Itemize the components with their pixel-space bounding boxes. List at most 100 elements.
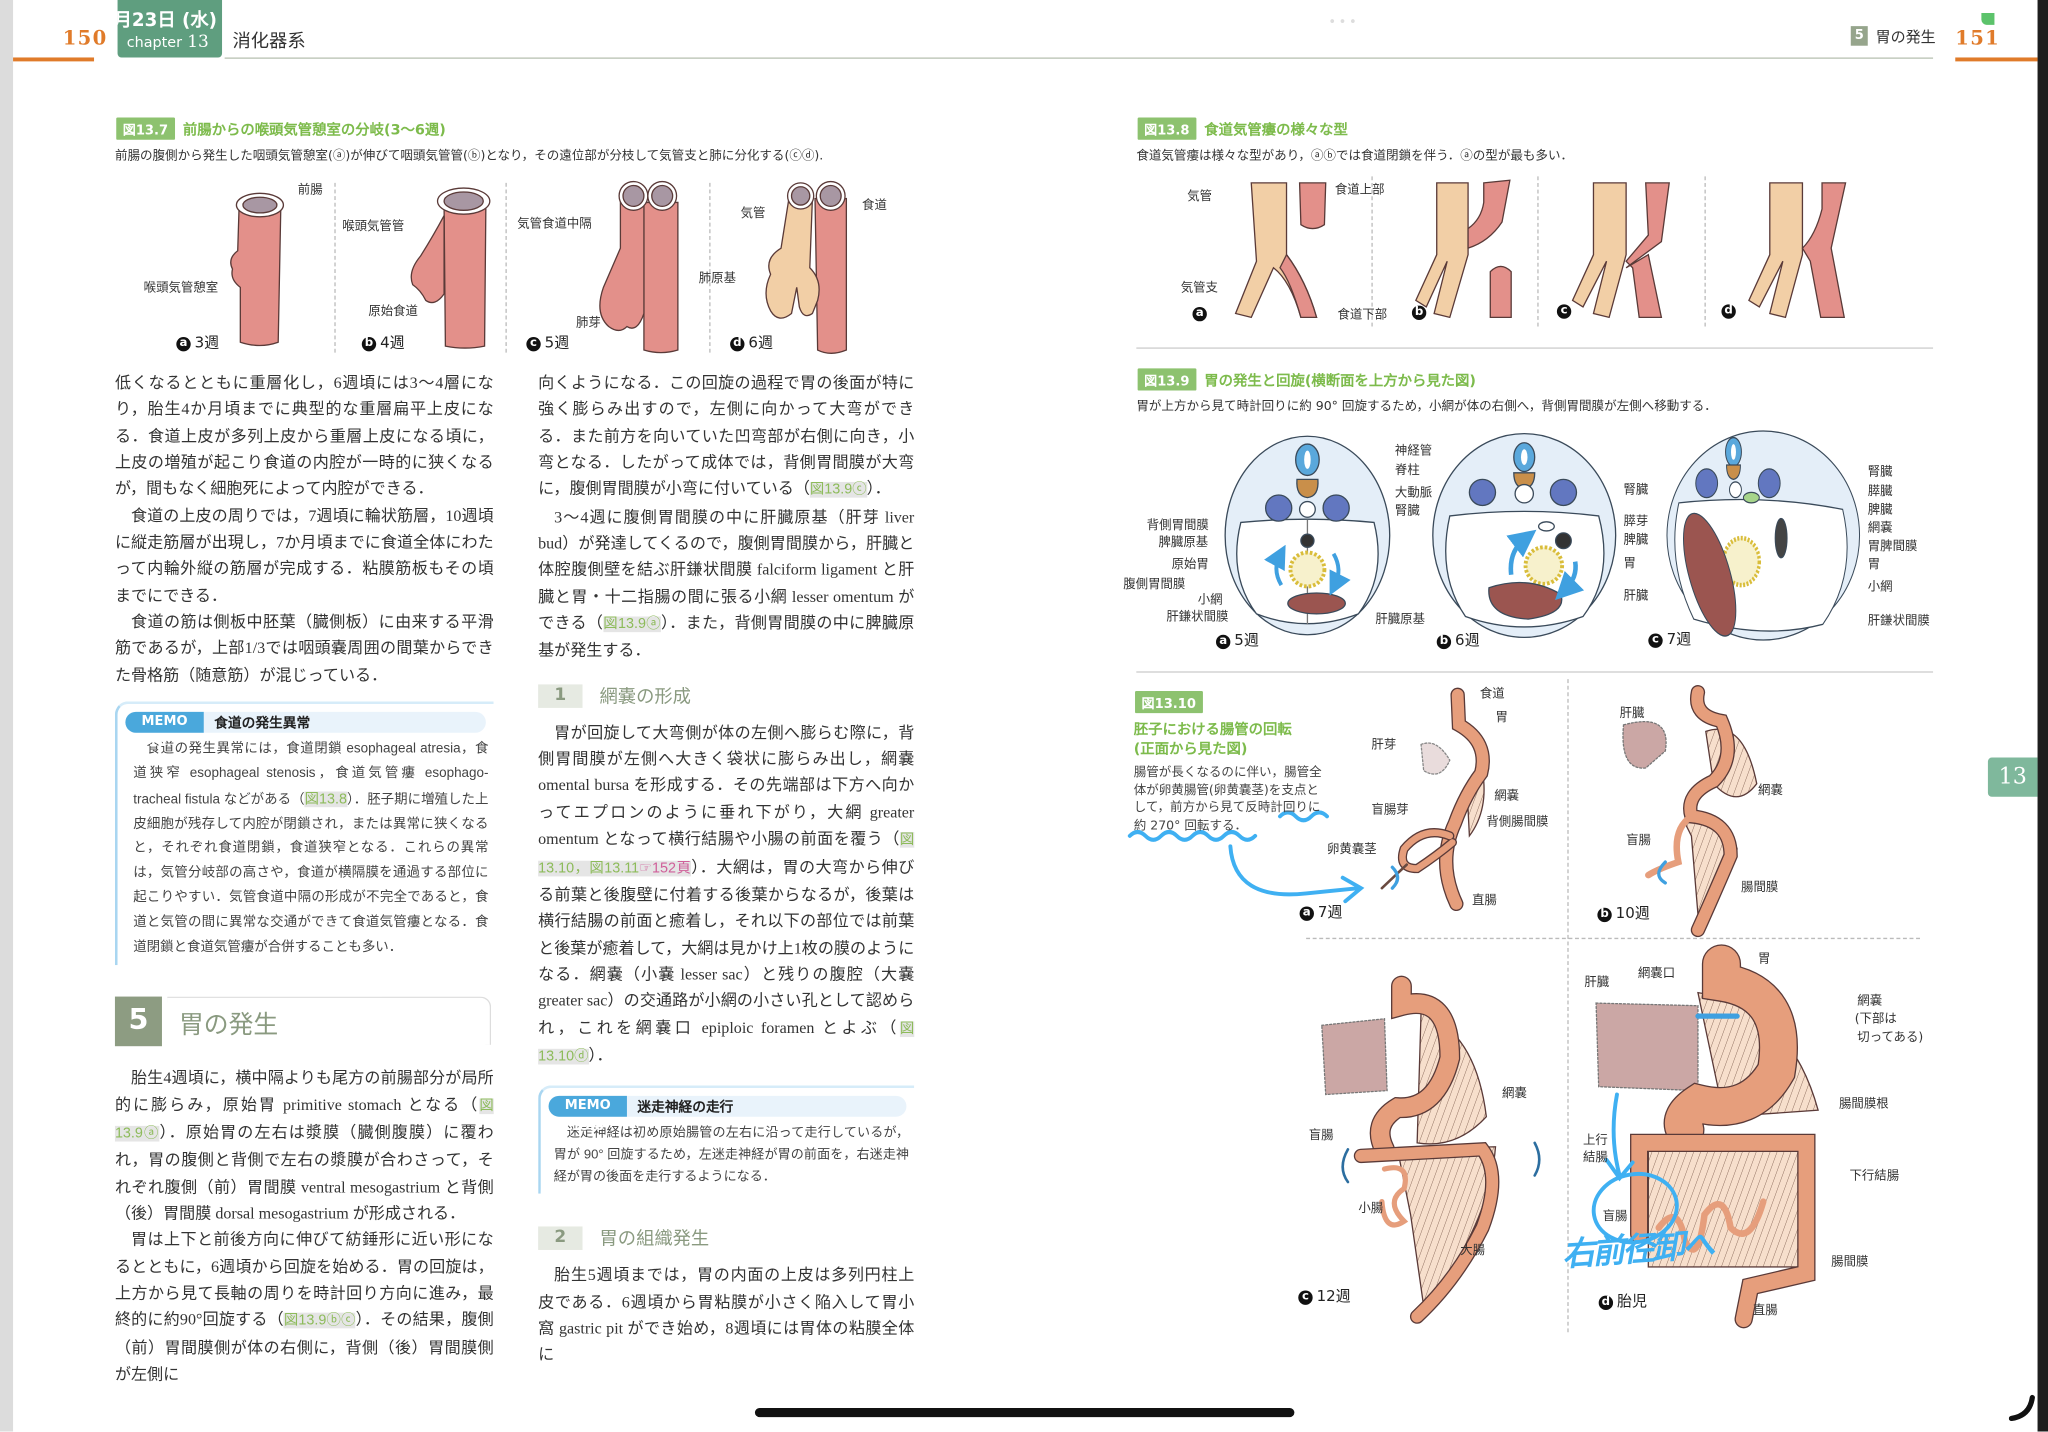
- handwritten-annotations: [1127, 810, 1679, 1245]
- chapter-index-tab[interactable]: 13: [1987, 757, 2038, 797]
- label-omental-bursa: 網嚢: [1502, 1086, 1527, 1102]
- paragraph: 迷走神経は初め原始腸管の左右に沿って走行しているが，胃が 90° 回旋するため，…: [554, 1122, 909, 1189]
- label-rectum: 直腸: [1471, 893, 1497, 908]
- label-omental-bursa-note: 切ってある): [1857, 1030, 1924, 1045]
- paragraph: 3～4週に腹側胃間膜の中に肝臓原基（肝芽 liver bud）が発達してくるので…: [538, 504, 914, 665]
- text-run: 迷走神経は初め原始腸管の左右に沿って走行しているが，胃が 90° 回旋するため，…: [553, 1126, 910, 1185]
- home-indicator[interactable]: [754, 1407, 1295, 1418]
- memo-label: MEMO 13.8: [548, 1096, 627, 1134]
- panel-divider: [1371, 176, 1373, 327]
- handwritten-arrow: [1228, 844, 1365, 904]
- figure-reference-link[interactable]: 図13.9ⓒ: [809, 482, 867, 499]
- panel-week: 7週: [1317, 902, 1343, 921]
- memo-title: 食道の発生異常: [214, 715, 311, 732]
- label-omental-bursa-note: (下部は: [1854, 1012, 1897, 1027]
- memo-header: MEMO 13.8 迷走神経の走行: [548, 1096, 907, 1134]
- label-lung-bud: 肺芽: [575, 316, 601, 331]
- fig13-9-panel-c-section: [1666, 430, 1861, 641]
- label-aorta: 大動脈: [1394, 485, 1433, 501]
- page-edge-left: [0, 0, 14, 1432]
- panel-week: 胎児: [1616, 1291, 1648, 1311]
- figure-tag: 図13.10: [1135, 690, 1203, 714]
- paragraph: 胃が回旋して大弯側が体の左側へ膨らむ際に，背側胃間膜が左側へ大きく袋状に膨らみ出…: [538, 719, 915, 1070]
- panel-c-mark: c: [1556, 300, 1575, 319]
- panel-week: 5週: [544, 333, 570, 352]
- panel-week: 3週: [194, 333, 220, 352]
- label-diverticulum: 喉頭気管憩室: [143, 280, 219, 296]
- label-dorsal-mesentery: 背側腸間膜: [1486, 815, 1549, 830]
- page-curl-icon[interactable]: [2008, 1392, 2038, 1422]
- label-kidney: 腎臓: [1867, 464, 1893, 480]
- page-edge-right: [2037, 0, 2048, 1432]
- text-run: ）．その結果，腹側（前）胃間膜側が体の右側に，背側（後）胃間膜側が左側に: [114, 1310, 494, 1384]
- fig13-10-panel-d-gut: [1595, 944, 1819, 1329]
- label-lesser-omentum: 小網: [1197, 592, 1223, 608]
- figure-reference-link[interactable]: ☞152頁: [639, 860, 692, 876]
- figure-reference-link[interactable]: 図13.8: [304, 791, 347, 807]
- label-mesentery-root: 腸間膜根: [1839, 1097, 1889, 1112]
- panel-mark: a: [1215, 634, 1231, 650]
- label-neural-tube: 神経管: [1394, 444, 1433, 459]
- label-stomach: 胃: [1758, 952, 1771, 967]
- figure-reference-link[interactable]: 図13.9ⓑⓒ: [283, 1313, 356, 1329]
- label-ascending-colon: 上行: [1583, 1133, 1608, 1149]
- section-title: 胃の発生: [178, 1011, 279, 1041]
- subsection-heading: 1 網嚢の形成: [538, 683, 914, 709]
- text-run: 向くようになる．この回旋の過程で胃の後面が特に強く膨らみ出すので，左側に向かって…: [538, 373, 915, 499]
- subsection-number: 1: [538, 684, 583, 708]
- label-kidney: 腎臓: [1394, 504, 1420, 519]
- label-cecum: 盲腸: [1308, 1128, 1334, 1143]
- handwritten-arrow: [1604, 1092, 1635, 1182]
- paragraph: 胎生5週頃までは，胃の内面の上皮は多列円柱上皮である．6週頃から胃粘膜が小さく陥…: [538, 1262, 914, 1368]
- label-liver: 肝臓: [1619, 706, 1645, 721]
- fig13-10-panel-b-gut: [1622, 685, 1758, 938]
- fig13-7-panel-b-tube: [410, 187, 491, 349]
- label-dorsal-mesogastrium: 背側胃間膜: [1146, 518, 1209, 533]
- figure-description: 前腸の腹側から発生した咽頭気管憩室(ⓐ)が伸びて咽頭気管管(ⓑ)となり，その遠位…: [114, 148, 824, 164]
- label-yolk-stalk: 卵黄嚢茎: [1327, 842, 1377, 857]
- bookmark-icon[interactable]: [1981, 13, 1995, 25]
- panel-week: 6週: [1455, 630, 1480, 650]
- memo-title: 迷走神経の走行: [637, 1100, 734, 1116]
- label-stomach: 胃: [1867, 557, 1881, 573]
- histogenesis-text: 胎生5週頃までは，胃の内面の上皮は多列円柱上皮である．6週頃から胃粘膜が小さく陥…: [538, 1262, 914, 1368]
- panel-week: 5週: [1234, 630, 1259, 650]
- label-spleen: 脾臓: [1867, 502, 1893, 518]
- subsection-heading: 2 胃の組織発生: [538, 1225, 914, 1251]
- right-page-number-bar: [1955, 57, 2038, 62]
- date-label: 月23日 (水): [117, 10, 218, 32]
- figure-title-line2: (正面から見た図): [1133, 740, 1248, 758]
- section-heading-frame: [167, 996, 492, 1046]
- fig13-8-panel-c: [1571, 182, 1670, 319]
- panel-week: 10週: [1615, 903, 1650, 923]
- handwritten-underline: [1278, 810, 1329, 823]
- text-run: 食道の発生異常には，食道閉鎖 esophageal atresia，食道狭窄 e…: [133, 742, 489, 807]
- memo-text: 迷走神経は初め原始腸管の左右に沿って走行しているが，胃が 90° 回旋するため，…: [554, 1122, 909, 1189]
- label-cecum: 盲腸: [1626, 833, 1651, 848]
- label-cecal-bud: 盲腸芽: [1371, 803, 1409, 818]
- panel-mark: d: [730, 336, 745, 352]
- fig13-7-panel-d-lungs: [765, 180, 848, 354]
- panel-mark: c: [526, 336, 541, 352]
- text-run: 胎生5週頃までは，胃の内面の上皮は多列円柱上皮である．6週頃から胃粘膜が小さく陥…: [538, 1265, 915, 1364]
- fig13-7-panel-a-foregut: [230, 192, 285, 347]
- bursa-text: 胃が回旋して大弯側が体の左側へ膨らむ際に，背側胃間膜が左側へ大きく袋状に膨らみ出…: [538, 719, 915, 1070]
- text-run: 低くなるとともに重層化し，6週頃には3～4層になり，胎生4か月頃までに典型的な重…: [114, 373, 494, 499]
- figure-reference-link[interactable]: 図13.9ⓐ: [603, 616, 661, 633]
- label-liver: 肝臓: [1623, 589, 1649, 604]
- text-run: ）．大網は，胃の大弯から伸びる前葉と後腹壁に付着する後葉からなるが，後葉は横行結…: [538, 857, 915, 1037]
- label-bronchus: 気管支: [1180, 280, 1218, 296]
- more-dots-icon[interactable]: •••: [1328, 15, 1360, 31]
- label-omental-bursa: 網嚢: [1494, 788, 1520, 804]
- label-kidney: 腎臓: [1623, 483, 1649, 498]
- handwritten-circle: [1591, 1171, 1679, 1245]
- figure-description: 腸管が長くなるのに伴い，腸管全体が卵黄腸管(卵黄嚢茎)を支点として，前方から見て…: [1133, 765, 1322, 834]
- label-esophagus: 食道: [1479, 687, 1505, 702]
- chapter-title: 消化器系: [232, 31, 306, 53]
- subsection-number: 2: [538, 1226, 583, 1251]
- section-5-text: 胎生4週頃に，横中隔よりも尾方の前腸部分が局所的に膨らみ，原始胃 primiti…: [114, 1065, 494, 1388]
